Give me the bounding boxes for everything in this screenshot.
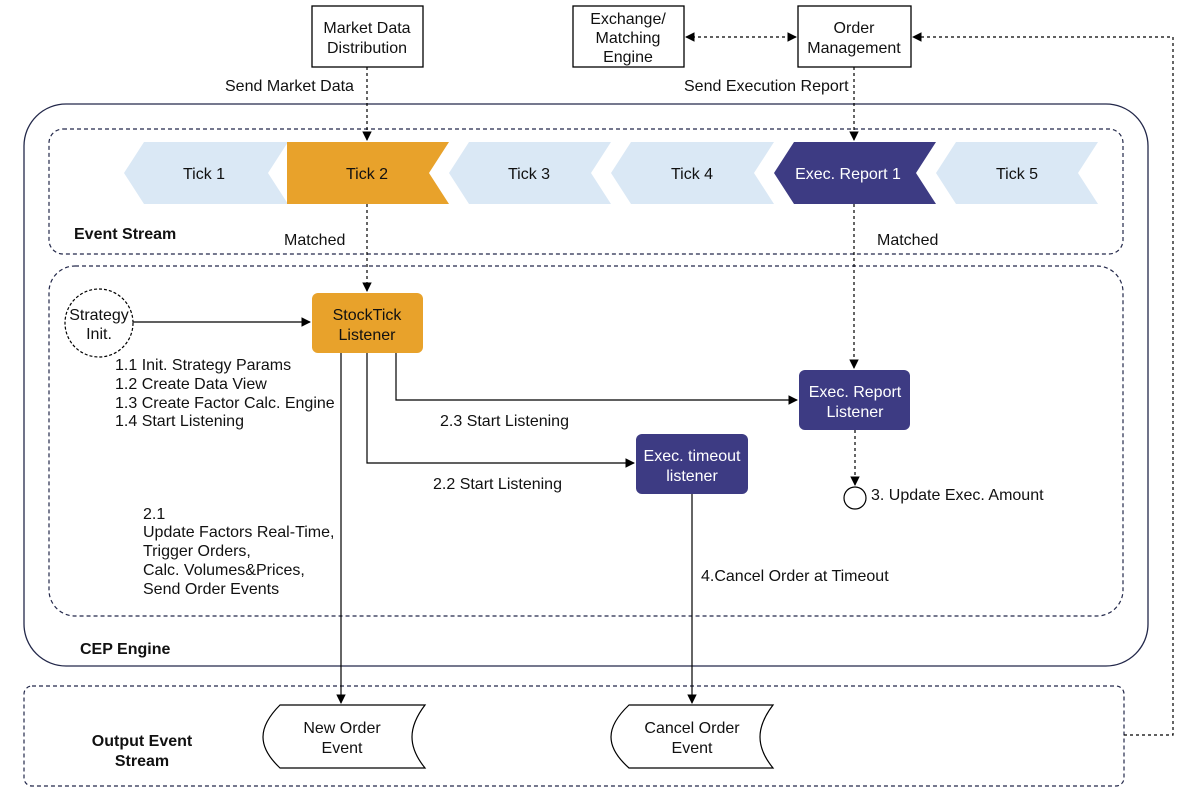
event-exec-report-1 — [774, 142, 936, 204]
cancel-order-event-node: Cancel Order Event — [610, 704, 775, 769]
init-step-4: 1.4 Start Listening — [115, 413, 244, 430]
order-management-box: Order Management — [797, 5, 912, 68]
output-stream-title-line1: Output Event — [92, 733, 193, 750]
tick-2-label: Tick 2 — [346, 166, 388, 183]
exec-timeout-listener-box: Exec. timeout listener — [636, 434, 748, 494]
listeners-container — [48, 265, 1124, 617]
stocktick-listener-box: StockTick Listener — [312, 293, 423, 353]
output-to-order-mgmt-feedback-arrow — [912, 32, 1174, 736]
event-tick-2 — [287, 142, 449, 204]
exec-report-listener-box: Exec. Report Listener — [799, 370, 910, 430]
update-factors-line1: 2.1 — [143, 506, 165, 523]
tick-3-label: Tick 3 — [508, 166, 550, 183]
start-listening-23-label: 2.3 Start Listening — [440, 413, 569, 430]
cancel-order-line1: Cancel Order — [644, 720, 740, 737]
market-data-label-line1: Market Data — [323, 20, 410, 37]
event-tick-3 — [449, 142, 611, 204]
output-stream-container — [23, 685, 1125, 787]
stocktick-label-line2: Listener — [339, 327, 397, 344]
matched-left-label: Matched — [284, 232, 345, 249]
event-tick-5 — [936, 142, 1098, 204]
update-factors-line2: Update Factors Real-Time, — [143, 524, 334, 541]
exec-report-1-label: Exec. Report 1 — [795, 166, 901, 183]
init-step-3: 1.3 Create Factor Calc. Engine — [115, 395, 335, 412]
cep-engine-container — [23, 103, 1149, 667]
exchange-label-line1: Exchange/ — [590, 11, 666, 28]
update-factors-line3: Trigger Orders, — [143, 543, 251, 560]
cancel-order-timeout-label: 4.Cancel Order at Timeout — [701, 568, 889, 585]
event-tick-4 — [611, 142, 774, 204]
exchange-matching-engine-box: Exchange/ Matching Engine — [572, 5, 685, 68]
update-factors-line4: Calc. Volumes&Prices, — [143, 562, 305, 579]
event-stream-container — [48, 128, 1124, 255]
event-stream-title: Event Stream — [74, 226, 176, 243]
exec-timeout-listener-line2: listener — [666, 468, 718, 485]
start-listening-22-label: 2.2 Start Listening — [433, 476, 562, 493]
tick-1-label: Tick 1 — [183, 166, 225, 183]
output-stream-title-line2: Stream — [115, 753, 169, 770]
update-exec-amount-endpoint — [843, 486, 867, 510]
exec-report-listener-line2: Listener — [827, 404, 885, 421]
exec-timeout-listener-line1: Exec. timeout — [644, 448, 741, 465]
update-exec-amount-label: 3. Update Exec. Amount — [871, 487, 1044, 504]
order-mgmt-label-line1: Order — [834, 20, 876, 37]
market-data-distribution-box: Market Data Distribution — [311, 5, 424, 68]
stocktick-label-line1: StockTick — [333, 307, 403, 324]
send-execution-report-label: Send Execution Report — [684, 78, 849, 95]
exchange-label-line3: Engine — [603, 49, 653, 66]
new-order-line1: New Order — [303, 720, 381, 737]
order-mgmt-label-line2: Management — [807, 40, 901, 57]
cancel-order-line2: Event — [672, 740, 713, 757]
tick-4-label: Tick 4 — [671, 166, 713, 183]
init-step-1: 1.1 Init. Strategy Params — [115, 357, 291, 374]
stocktick-to-exec-report-listener-arrow — [395, 353, 798, 405]
new-order-line2: Event — [322, 740, 363, 757]
event-tick-1 — [124, 142, 288, 204]
cep-engine-title: CEP Engine — [80, 641, 170, 658]
strategy-init-line2: Init. — [86, 326, 112, 343]
exchange-label-line2: Matching — [596, 30, 661, 47]
stocktick-to-exec-timeout-listener-arrow — [366, 353, 635, 468]
new-order-event-node: New Order Event — [262, 704, 427, 769]
exec-report-listener-line1: Exec. Report — [809, 384, 902, 401]
update-factors-line5: Send Order Events — [143, 581, 279, 598]
tick-5-label: Tick 5 — [996, 166, 1038, 183]
init-step-2: 1.2 Create Data View — [115, 376, 267, 393]
market-data-label-line2: Distribution — [327, 40, 407, 57]
send-market-data-label: Send Market Data — [225, 78, 354, 95]
matched-right-label: Matched — [877, 232, 938, 249]
strategy-init-line1: Strategy — [69, 307, 129, 324]
strategy-init-node: Strategy Init. — [64, 288, 134, 358]
